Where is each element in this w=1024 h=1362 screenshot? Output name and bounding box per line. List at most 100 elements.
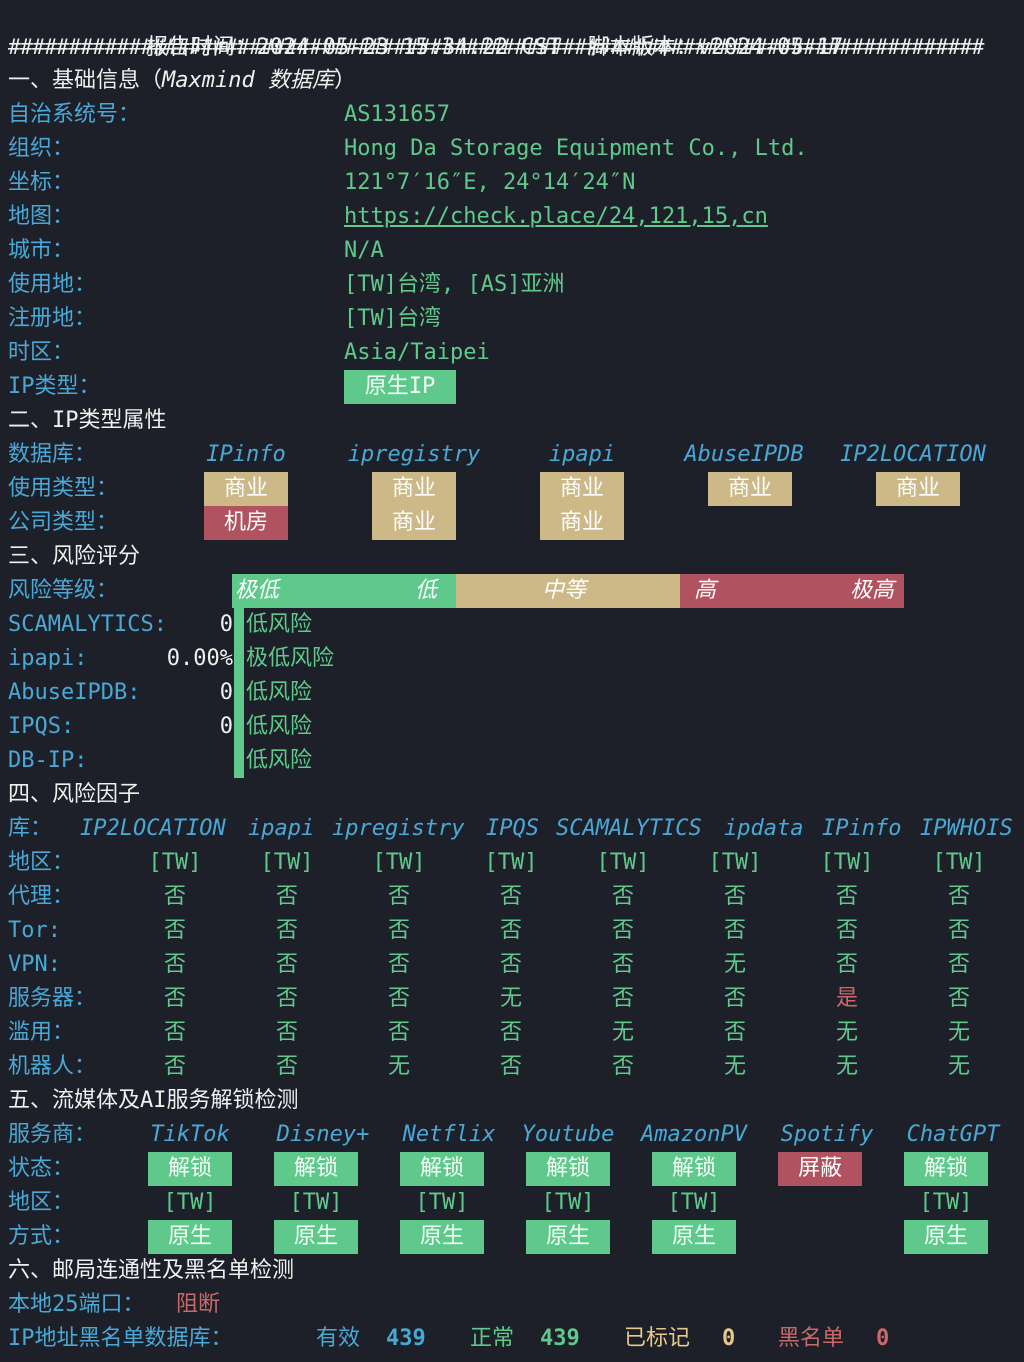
- factor-cell: 否: [499, 1020, 522, 1045]
- risk-scale-low-segment: [232, 574, 456, 608]
- risk-scale-low: 低: [415, 578, 438, 603]
- factor-cell: 否: [499, 1054, 522, 1079]
- blacklist-black-count: 0: [876, 1326, 890, 1351]
- org-value: Hong Da Storage Equipment Co., Ltd.: [344, 136, 808, 161]
- factor-cell: 否: [163, 884, 186, 909]
- factor-cell: 否: [499, 918, 522, 943]
- section6-title: 六、邮局连通性及黑名单检测: [8, 1258, 295, 1283]
- method-chatgpt: 原生: [904, 1220, 988, 1254]
- scamalytics-label: SCAMALYTICS:: [8, 612, 167, 637]
- factor-cell: 否: [387, 952, 410, 977]
- risk-scale-very-high: 极高: [850, 578, 895, 603]
- risk-scale-high: 高: [694, 578, 717, 603]
- ipqs-label: IPQS:: [8, 714, 75, 739]
- lib-ipqs: IPQS: [486, 816, 539, 841]
- factor-cell: 否: [163, 918, 186, 943]
- factor-cell: 否: [275, 986, 298, 1011]
- factor-cell: 无: [723, 1054, 746, 1079]
- lib-ipapi: ipapi: [248, 816, 315, 841]
- lib-ip2location: IP2LOCATION: [80, 816, 226, 841]
- factor-cell: 否: [611, 1054, 634, 1079]
- usage-type-ipregistry: 商业: [372, 472, 456, 506]
- factor-cell: 否: [947, 986, 970, 1011]
- lib-ipregistry: ipregistry: [332, 816, 465, 841]
- section3-title: 三、风险评分: [8, 544, 141, 569]
- factor-cell: 否: [163, 1054, 186, 1079]
- factor-cell: 无: [387, 1054, 410, 1079]
- provider-netflix: Netflix: [402, 1122, 496, 1147]
- map-label: 地图：: [8, 204, 75, 229]
- ipqs-score: 0: [219, 714, 233, 739]
- blacklist-valid-count: 439: [386, 1326, 426, 1351]
- report-time: 2024-05-23 15:34:22 CST: [256, 35, 562, 60]
- blacklist-valid-label: 有效: [316, 1326, 361, 1351]
- region-disney: [TW]: [289, 1190, 343, 1215]
- lib-ipwhois: IPWHOIS: [920, 816, 1013, 841]
- factor-cell: 否: [275, 918, 298, 943]
- provider-amazonpv: AmazonPV: [641, 1122, 747, 1147]
- registry-location-value: [TW]台湾: [344, 306, 441, 331]
- script-version-label: 脚本版本：: [587, 35, 698, 60]
- blacklist-normal-count: 439: [540, 1326, 580, 1351]
- factor-cell: 否: [723, 986, 746, 1011]
- factor-cell: 无: [499, 986, 522, 1011]
- timezone-value: Asia/Taipei: [344, 340, 490, 365]
- usage-type-abuseipdb: 商业: [708, 472, 792, 506]
- region-tiktok: [TW]: [163, 1190, 217, 1215]
- factor-cell: 否: [835, 884, 858, 909]
- factor-cell: 无: [723, 952, 746, 977]
- provider-tiktok: TikTok: [150, 1122, 230, 1147]
- ip-type-badge: 原生IP: [344, 370, 456, 404]
- factor-cell: 否: [275, 1020, 298, 1045]
- lib-ipinfo: IPinfo: [822, 816, 902, 841]
- blacklist-marked-label: 已标记: [624, 1326, 691, 1351]
- status-youtube: 解锁: [526, 1152, 610, 1186]
- db-ipinfo: IPinfo: [206, 442, 286, 467]
- method-tiktok: 原生: [148, 1220, 232, 1254]
- factor-cell: 否: [611, 918, 634, 943]
- factor-cell: 否: [723, 884, 746, 909]
- usage-type-ipapi: 商业: [540, 472, 624, 506]
- region-youtube: [TW]: [541, 1190, 595, 1215]
- section4-title: 四、风险因子: [8, 782, 141, 807]
- status-netflix: 解锁: [400, 1152, 484, 1186]
- db-ipregistry: ipregistry: [347, 442, 481, 467]
- status-tiktok: 解锁: [148, 1152, 232, 1186]
- factor-cell: [TW]: [596, 850, 650, 875]
- section1-title: 一、基础信息（Maxmind 数据库）: [8, 68, 356, 93]
- factor-row-label: 服务器：: [8, 986, 97, 1011]
- factor-row-label: VPN:: [8, 952, 61, 977]
- factor-cell: 否: [163, 986, 186, 1011]
- factor-cell: 无: [835, 1020, 858, 1045]
- ipapi-risk: 极低风险: [246, 646, 335, 671]
- factor-cell: [TW]: [148, 850, 202, 875]
- factor-row-label: 滥用：: [8, 1020, 75, 1045]
- registry-location-label: 注册地：: [8, 306, 97, 331]
- factor-cell: 否: [163, 952, 186, 977]
- dbip-label: DB-IP:: [8, 748, 88, 773]
- coords-value: 121°7′16″E, 24°14′24″N: [344, 170, 636, 195]
- scamalytics-risk: 低风险: [246, 612, 313, 637]
- provider-label: 服务商：: [8, 1122, 97, 1147]
- company-type-ipapi: 商业: [540, 506, 624, 540]
- company-type-label: 公司类型：: [8, 510, 119, 535]
- factor-cell: 否: [947, 884, 970, 909]
- status-amazonpv: 解锁: [652, 1152, 736, 1186]
- blacklist-normal-label: 正常: [470, 1326, 515, 1351]
- usage-type-label: 使用类型：: [8, 476, 119, 501]
- asn-label: 自治系统号：: [8, 102, 141, 127]
- factor-cell: 否: [275, 1054, 298, 1079]
- blacklist-black-label: 黑名单: [778, 1326, 845, 1351]
- risk-scale-medium-segment: [456, 574, 680, 608]
- risk-score-bar: [234, 608, 244, 778]
- factor-cell: [TW]: [260, 850, 314, 875]
- method-label: 方式：: [8, 1224, 75, 1249]
- provider-chatgpt: ChatGPT: [906, 1122, 1000, 1147]
- map-link[interactable]: https://check.place/24,121,15,cn: [344, 204, 768, 229]
- factor-cell: [TW]: [484, 850, 538, 875]
- region-label: 地区：: [8, 1190, 75, 1215]
- method-amazonpv: 原生: [652, 1220, 736, 1254]
- scamalytics-score: 0: [219, 612, 233, 637]
- coords-label: 坐标：: [8, 170, 75, 195]
- org-label: 组织：: [8, 136, 75, 161]
